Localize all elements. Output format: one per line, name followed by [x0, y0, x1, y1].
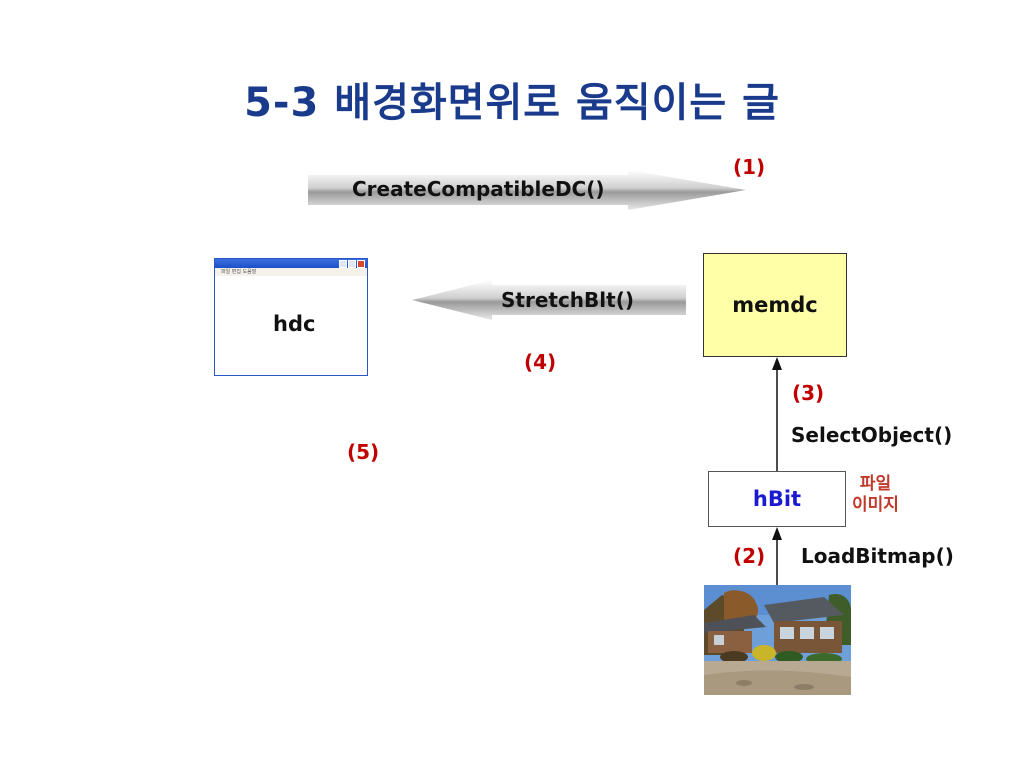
page-title: 5-3 배경화면위로 움직이는 글 — [244, 80, 780, 126]
select-object-label: SelectObject() — [791, 423, 953, 447]
step-1-label: (1) — [733, 155, 766, 179]
step-4-label: (4) — [524, 350, 557, 374]
create-compatible-dc-arrow — [308, 170, 746, 210]
load-bitmap-arrow — [772, 527, 782, 586]
hbit-label: hBit — [752, 487, 802, 511]
load-bitmap-label: LoadBitmap() — [801, 544, 954, 568]
hbit-box: hBit — [708, 471, 846, 527]
file-image-line-2: 이미지 — [852, 495, 899, 515]
hdc-label: hdc — [273, 312, 316, 336]
close-icon — [357, 260, 365, 268]
window-menu: 파일 편집 도움말 — [215, 268, 367, 276]
step-2-label: (2) — [733, 544, 766, 568]
house-photo — [704, 585, 851, 695]
window-buttons — [339, 260, 365, 268]
hdc-window: 파일 편집 도움말 hdc — [214, 258, 368, 376]
stretchblt-arrow — [412, 280, 686, 320]
file-image-line-1: 파일 — [859, 474, 892, 494]
file-image-label: 파일 이미지 — [852, 474, 899, 516]
create-compatible-dc-label: CreateCompatibleDC() — [352, 177, 605, 201]
minimize-icon — [339, 260, 347, 268]
memdc-box: memdc — [703, 253, 847, 357]
maximize-icon — [348, 260, 356, 268]
select-object-arrow — [772, 357, 782, 472]
window-titlebar — [215, 259, 367, 268]
memdc-label: memdc — [732, 293, 818, 317]
step-5-label: (5) — [347, 440, 380, 464]
step-3-label: (3) — [792, 381, 825, 405]
stretchblt-label: StretchBlt() — [501, 288, 634, 312]
